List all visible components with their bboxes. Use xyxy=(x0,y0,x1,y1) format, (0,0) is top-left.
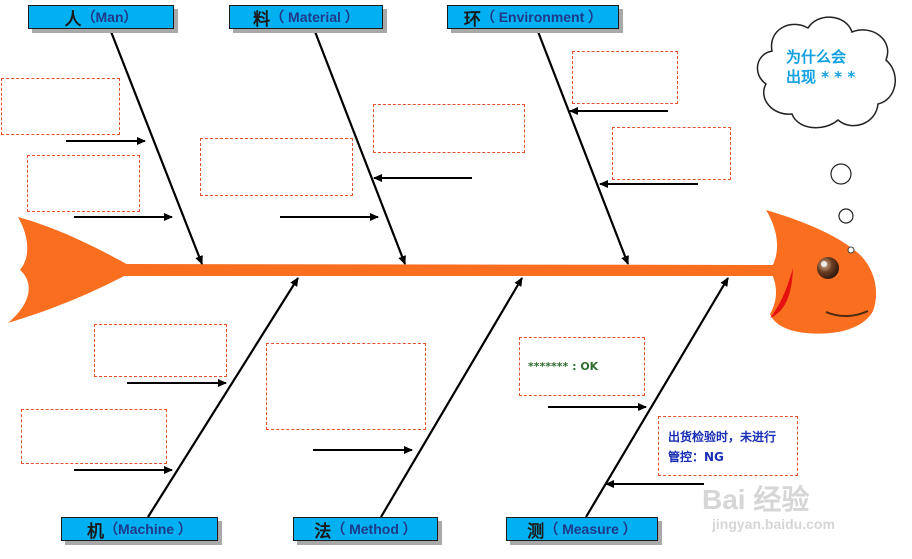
note-box-machine-2 xyxy=(21,409,167,464)
category-method-en: （ Method ） xyxy=(331,521,417,537)
ng-note-line2-row: 管控：NG xyxy=(668,446,724,466)
fish-mouth xyxy=(825,310,869,317)
note-box-material-1 xyxy=(200,138,353,196)
fish-spine xyxy=(122,264,776,276)
category-environment-box: 环 （ Environment ） xyxy=(447,5,619,30)
category-man-cn: 人 xyxy=(64,9,82,30)
category-man-box: 人 （Man） xyxy=(28,5,174,30)
note-box-man-2 xyxy=(27,155,140,212)
watermark-logo: Bai 经验 xyxy=(702,484,810,515)
note-box-measure-ng: 出货检验时，未进行 管控：NG xyxy=(658,416,798,476)
bone-environment xyxy=(535,28,630,265)
sub-cause-arrows xyxy=(66,107,704,488)
ng-status: NG xyxy=(704,450,724,464)
bone-man xyxy=(108,28,204,265)
ng-note-line1: 出货检验时，未进行 xyxy=(668,430,777,444)
category-machine-box: 机 （Machine ） xyxy=(61,517,218,542)
note-box-method-1 xyxy=(266,343,426,430)
category-environment-cn: 环 xyxy=(463,9,481,30)
bone-material xyxy=(312,28,407,265)
category-material-box: 料 （ Material ） xyxy=(229,5,383,30)
ng-note-line2: 管控： xyxy=(668,450,705,464)
note-box-material-2 xyxy=(373,104,525,153)
bone-measure xyxy=(585,277,729,518)
category-material-en: （ Material ） xyxy=(270,9,359,25)
category-method-box: 法 （ Method ） xyxy=(293,517,438,542)
fish-nostril-icon xyxy=(847,246,855,254)
category-measure-box: 测 （ Measure ） xyxy=(506,517,658,542)
category-measure-cn: 测 xyxy=(527,521,545,542)
fish-eye-highlight xyxy=(821,261,827,267)
fish-tail xyxy=(8,217,130,323)
bones xyxy=(108,28,729,518)
note-box-man-1 xyxy=(1,78,120,135)
thought-cloud-text: 为什么会 出现 * * * xyxy=(786,48,856,86)
fish-eye-icon xyxy=(817,257,839,279)
category-measure-en: （ Measure ） xyxy=(544,521,637,537)
thought-cloud xyxy=(756,16,896,129)
note-box-measure-ok: ******* : OK xyxy=(519,337,645,396)
category-machine-en: （Machine ） xyxy=(104,521,192,537)
category-machine-cn: 机 xyxy=(87,521,105,542)
thought-bubble-small xyxy=(838,208,854,224)
thought-bubble-large xyxy=(830,163,852,185)
category-man-en: （Man） xyxy=(81,9,138,25)
bone-machine xyxy=(147,277,299,518)
category-material-cn: 料 xyxy=(253,9,271,30)
watermark-url: jingyan.baidu.com xyxy=(712,516,835,532)
category-method-cn: 法 xyxy=(314,521,332,542)
category-environment-en: （ Environment ） xyxy=(480,9,603,25)
fish-gill xyxy=(770,268,793,318)
note-box-environment-1 xyxy=(572,51,678,104)
note-box-environment-2 xyxy=(612,127,731,180)
bone-method xyxy=(380,277,523,518)
ok-note-text: ******* : OK xyxy=(528,360,599,373)
note-box-machine-1 xyxy=(94,324,227,377)
